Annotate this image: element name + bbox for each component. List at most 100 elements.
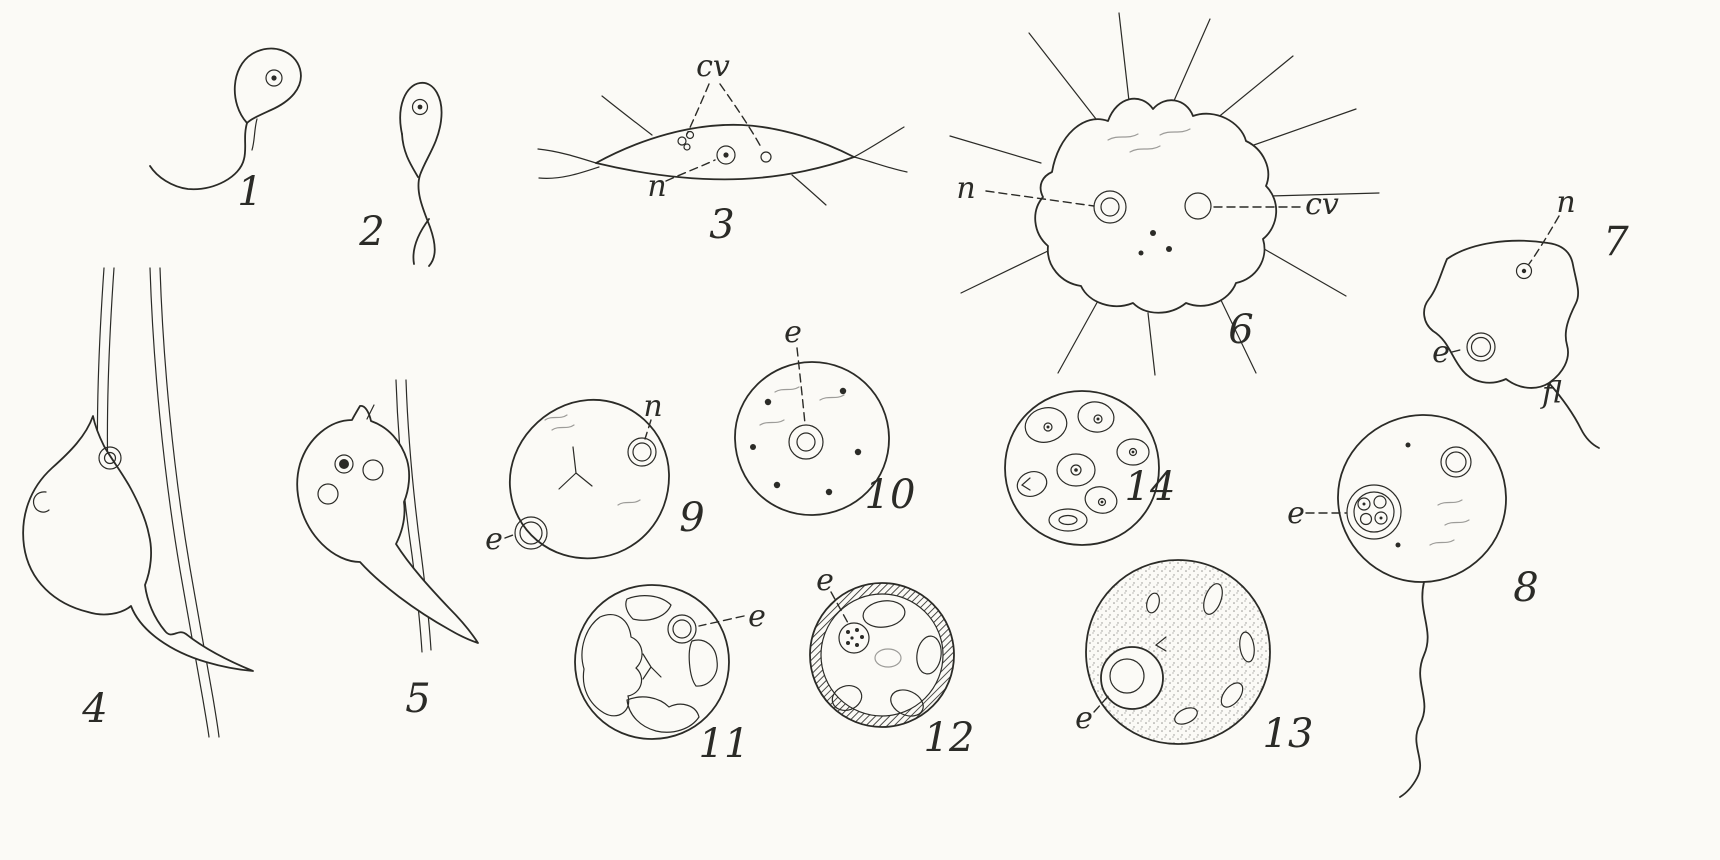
nucleus [1093, 190, 1127, 224]
pseudopodium [538, 166, 600, 179]
eyespot [265, 69, 283, 87]
figure-4-number: 4 [81, 686, 107, 732]
leader-line [1528, 215, 1560, 265]
figure-12: e 12 [809, 563, 975, 761]
leader-line [796, 347, 806, 425]
vacuole [362, 459, 384, 481]
leader-line [686, 83, 710, 135]
figure-7-label-fl: fl [1540, 376, 1562, 411]
figure-11-number: 11 [699, 721, 750, 767]
vacuole [1203, 583, 1223, 615]
cell-body [296, 405, 479, 644]
dark-mass [916, 635, 942, 675]
figure-9-number: 9 [679, 495, 704, 541]
dark-mass [890, 689, 924, 717]
figure-2-number: 2 [358, 209, 384, 255]
pseudopodium [853, 156, 908, 173]
vacuole [1220, 682, 1244, 708]
axopodium [1250, 108, 1357, 147]
figure-8: e 8 [1287, 414, 1539, 798]
figure-4: 4 [22, 267, 254, 738]
figure-14-number: 14 [1125, 464, 1176, 510]
algal-filament [149, 267, 210, 738]
figure-9: n e 9 [485, 389, 705, 560]
vacuole [1239, 631, 1255, 663]
cell-body [22, 415, 254, 672]
nucleus [716, 145, 736, 165]
figure-10-label-e: e [784, 315, 802, 350]
endosome [838, 622, 870, 654]
flagellum [1548, 382, 1600, 449]
central-body [874, 648, 902, 668]
figure-12-number: 12 [924, 715, 975, 761]
leader-line [719, 83, 763, 150]
daughter-cell [1077, 401, 1115, 433]
pseudopodium [601, 95, 653, 136]
figure-6-label-n: n [956, 171, 975, 206]
leader-line [665, 159, 716, 182]
leader-line [504, 534, 514, 539]
algal-filament [159, 267, 220, 738]
figure-7: n 7 e fl [1423, 185, 1629, 449]
dark-mass [688, 639, 718, 687]
figure-3: cv n 3 [537, 49, 908, 248]
daughter-cell [1084, 486, 1118, 514]
nucleus [1515, 262, 1533, 280]
dark-mass [862, 600, 906, 628]
figure-9-label-e: e [485, 522, 503, 557]
figure-7-label-n: n [1556, 185, 1575, 220]
daughter-cell [1024, 407, 1068, 443]
figure-3-label-cv: cv [696, 49, 730, 84]
figure-6-number: 6 [1228, 307, 1253, 353]
endosome [1346, 484, 1402, 540]
contractile-vacuole [760, 151, 772, 163]
eyespot [411, 98, 429, 116]
axopodium [1268, 192, 1380, 197]
axopodium [1218, 295, 1257, 374]
contractile-vacuole [1184, 192, 1212, 220]
axopodium [1215, 55, 1294, 120]
endosome [514, 516, 548, 550]
figure-3-label-n: n [647, 169, 666, 204]
cell-body [1034, 97, 1278, 314]
cell-body [574, 584, 730, 740]
figure-8-number: 8 [1513, 565, 1538, 611]
axopodium [949, 135, 1042, 164]
leader-line [698, 615, 745, 627]
pseudopodium [791, 174, 827, 206]
dark-mass [625, 595, 672, 621]
leader-line [1093, 692, 1112, 713]
endosome [1466, 332, 1496, 362]
figure-7-number: 7 [1603, 219, 1629, 265]
daughter-cell [1056, 453, 1096, 487]
axopodium [1172, 18, 1211, 104]
axopodium [1258, 245, 1347, 297]
cyst-wall [1004, 390, 1160, 546]
cell-body [233, 47, 302, 124]
spike [366, 404, 375, 420]
axopodium [1057, 298, 1100, 374]
figure-7-label-e: e [1432, 335, 1450, 370]
axopodium [1147, 312, 1156, 376]
figure-1-number: 1 [237, 169, 262, 215]
figure-13-number: 13 [1263, 711, 1314, 757]
figure-5-number: 5 [405, 676, 430, 722]
leader-line [644, 419, 652, 440]
figure-6-label-cv: cv [1305, 187, 1339, 222]
figure-14: 14 [1004, 390, 1176, 546]
daughter-cell [1116, 438, 1150, 466]
flagellum-tail [149, 122, 248, 190]
daughter-cell [1016, 471, 1048, 497]
stalk-filament [395, 379, 423, 653]
dark-mass [581, 614, 643, 717]
vacuole [1174, 707, 1198, 725]
figure-5: 5 [296, 379, 479, 722]
figure-12-label-e: e [816, 563, 834, 598]
figure-11: e 11 [574, 584, 766, 767]
pseudopodium [537, 148, 597, 164]
figure-8-label-e: e [1287, 496, 1305, 531]
figure-13-label-e: e [1075, 701, 1093, 736]
flagellum [1399, 581, 1429, 798]
